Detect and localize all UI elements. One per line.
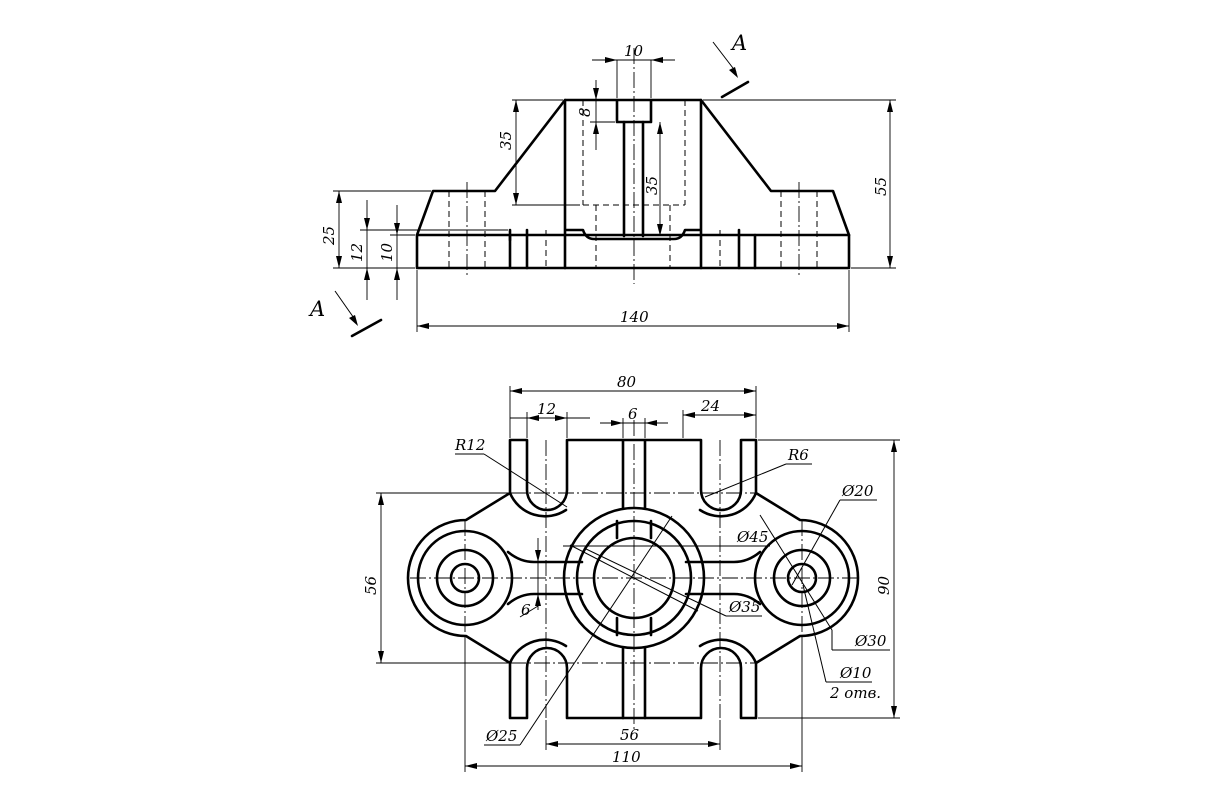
front-centerlines [466, 48, 800, 284]
dim-dia-20: Ø20 [841, 482, 874, 500]
dim-span-56: 56 [620, 726, 640, 744]
section-mark-top: A [730, 31, 747, 55]
dim-overall-length: 140 [620, 308, 649, 326]
rib-profile [508, 98, 757, 270]
dim-rib-height: 12 [348, 243, 366, 262]
dim-boss-chamfer: 35 [497, 131, 515, 150]
dim-base-height: 10 [378, 242, 396, 262]
rib-slots [508, 491, 758, 665]
dim-total-height: 55 [872, 177, 890, 196]
dim-slot-12: 12 [537, 400, 556, 418]
dim-rib-6: 6 [521, 601, 531, 619]
holes-note: 2 отв. [829, 684, 881, 702]
dim-dia-35: Ø35 [728, 598, 760, 616]
dim-radius-6: R6 [787, 446, 809, 464]
dim-bore-depth: 35 [643, 176, 661, 195]
dim-lug-height: 25 [320, 226, 338, 246]
plan-view: R12 R6 Ø20 Ø45 Ø35 Ø30 Ø10 2 отв. [362, 373, 900, 772]
dim-slot-depth: 8 [576, 107, 594, 117]
dim-slot-24: 24 [700, 397, 720, 415]
dim-dia-10: Ø10 [839, 664, 872, 682]
dim-dia-25: Ø25 [485, 727, 517, 745]
dim-radius-12: R12 [454, 436, 485, 454]
front-view: A A 10 8 35 35 [308, 31, 896, 338]
front-outline [415, 98, 851, 270]
dim-slot-6-top: 6 [628, 405, 638, 423]
dim-dia-30: Ø30 [854, 632, 887, 650]
dim-slot-width: 10 [624, 42, 644, 60]
plan-ribs [506, 550, 762, 606]
dim-dia-45: Ø45 [736, 528, 768, 546]
dim-span-80: 80 [617, 373, 637, 391]
section-mark-bottom: A [308, 297, 325, 321]
dim-height-90: 90 [875, 575, 893, 595]
dim-span-110: 110 [612, 748, 641, 766]
plan-outline [406, 438, 860, 720]
hidden-lines [448, 100, 818, 268]
dim-height-56: 56 [362, 575, 380, 595]
